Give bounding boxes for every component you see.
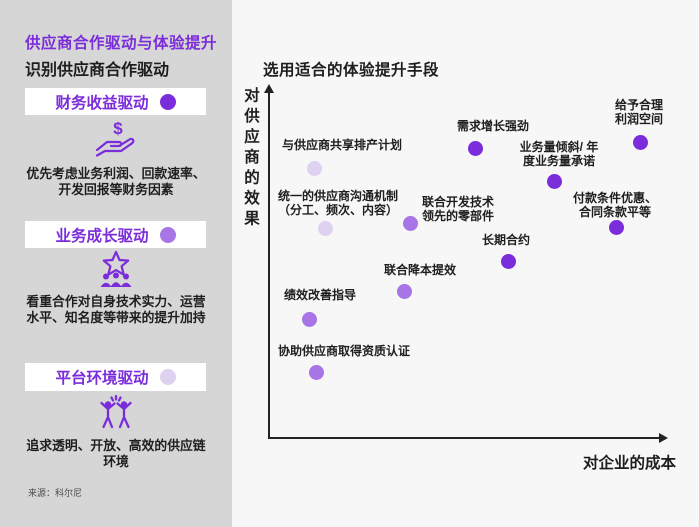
x-axis-line — [268, 437, 660, 439]
y-axis-label: 对供应商的效果 — [242, 87, 259, 231]
scatter-point — [402, 215, 418, 231]
legend-dot-financial — [159, 93, 176, 110]
scatter-point — [301, 311, 317, 327]
legend-dot-platform — [159, 369, 176, 385]
driver-box-financial: 财务收益驱动 — [25, 88, 206, 115]
legend-dot-growth — [159, 226, 176, 243]
scatter-point — [546, 173, 562, 189]
driver-label-platform: 平台环境驱动 — [55, 370, 149, 387]
scatter-point-label: 付款条件优惠、 合同条款平等 — [573, 191, 658, 219]
scatter-point — [317, 220, 333, 236]
driver-box-platform: 平台环境驱动 — [25, 363, 206, 391]
chart-title: 选用适合的体验提升手段 — [263, 62, 440, 79]
scatter-point-label: 绩效改善指导 — [283, 288, 357, 302]
scatter-point — [500, 253, 516, 269]
driver-box-growth: 业务成长驱动 — [25, 221, 206, 248]
x-axis-arrow-icon — [659, 433, 668, 443]
scatter-point-label: 长期合约 — [481, 233, 531, 247]
scatter-point-label: 统一的供应商沟通机制 （分工、频次、内容） — [277, 189, 399, 217]
scatter-point — [608, 219, 624, 235]
scatter-point-label: 联合开发技术 领先的零部件 — [421, 195, 495, 223]
star-people-icon — [93, 250, 139, 288]
scatter-point — [632, 134, 648, 150]
scatter-point — [308, 364, 324, 380]
driver-label-financial: 财务收益驱动 — [55, 94, 149, 112]
scatter-point-label: 业务量倾斜/ 年 度业务量承诺 — [519, 140, 599, 168]
driver-label-growth: 业务成长驱动 — [55, 227, 149, 245]
scatter-point — [467, 140, 483, 156]
source-note: 来源：科尔尼 — [28, 488, 83, 498]
scatter-point-label: 联合降本提效 — [383, 263, 457, 277]
svg-text:$: $ — [113, 119, 123, 138]
driver-desc-platform: 追求透明、开放、高效的供应链环境 — [26, 438, 206, 469]
driver-desc-financial: 优先考虑业务利润、回款速率、开发回报等财务因素 — [26, 166, 206, 197]
sidebar-subtitle: 识别供应商合作驱动 — [25, 62, 170, 79]
y-axis-arrow-icon — [264, 84, 274, 93]
dollar-hand-icon: $ — [92, 119, 140, 161]
scatter-point-label: 需求增长强劲 — [456, 119, 530, 133]
x-axis-label: 对企业的成本 — [583, 455, 677, 472]
scatter-point-label: 协助供应商取得资质认证 — [277, 344, 411, 358]
y-axis-line — [268, 92, 270, 438]
scatter-point — [396, 283, 412, 299]
sidebar-title: 供应商合作驱动与体验提升 — [25, 35, 218, 52]
driver-desc-growth: 看重合作对自身技术实力、运营水平、知名度等带来的提升加持 — [26, 294, 206, 325]
scatter-point-label: 与供应商共享排产计划 — [281, 138, 403, 152]
scatter-point-label: 给予合理 利润空间 — [614, 98, 664, 126]
sidebar: 供应商合作驱动与体验提升 识别供应商合作驱动 财务收益驱动 $ 优先考虑业务利润… — [0, 0, 232, 527]
scatter-point — [306, 160, 322, 176]
people-celebrate-icon — [93, 395, 139, 429]
